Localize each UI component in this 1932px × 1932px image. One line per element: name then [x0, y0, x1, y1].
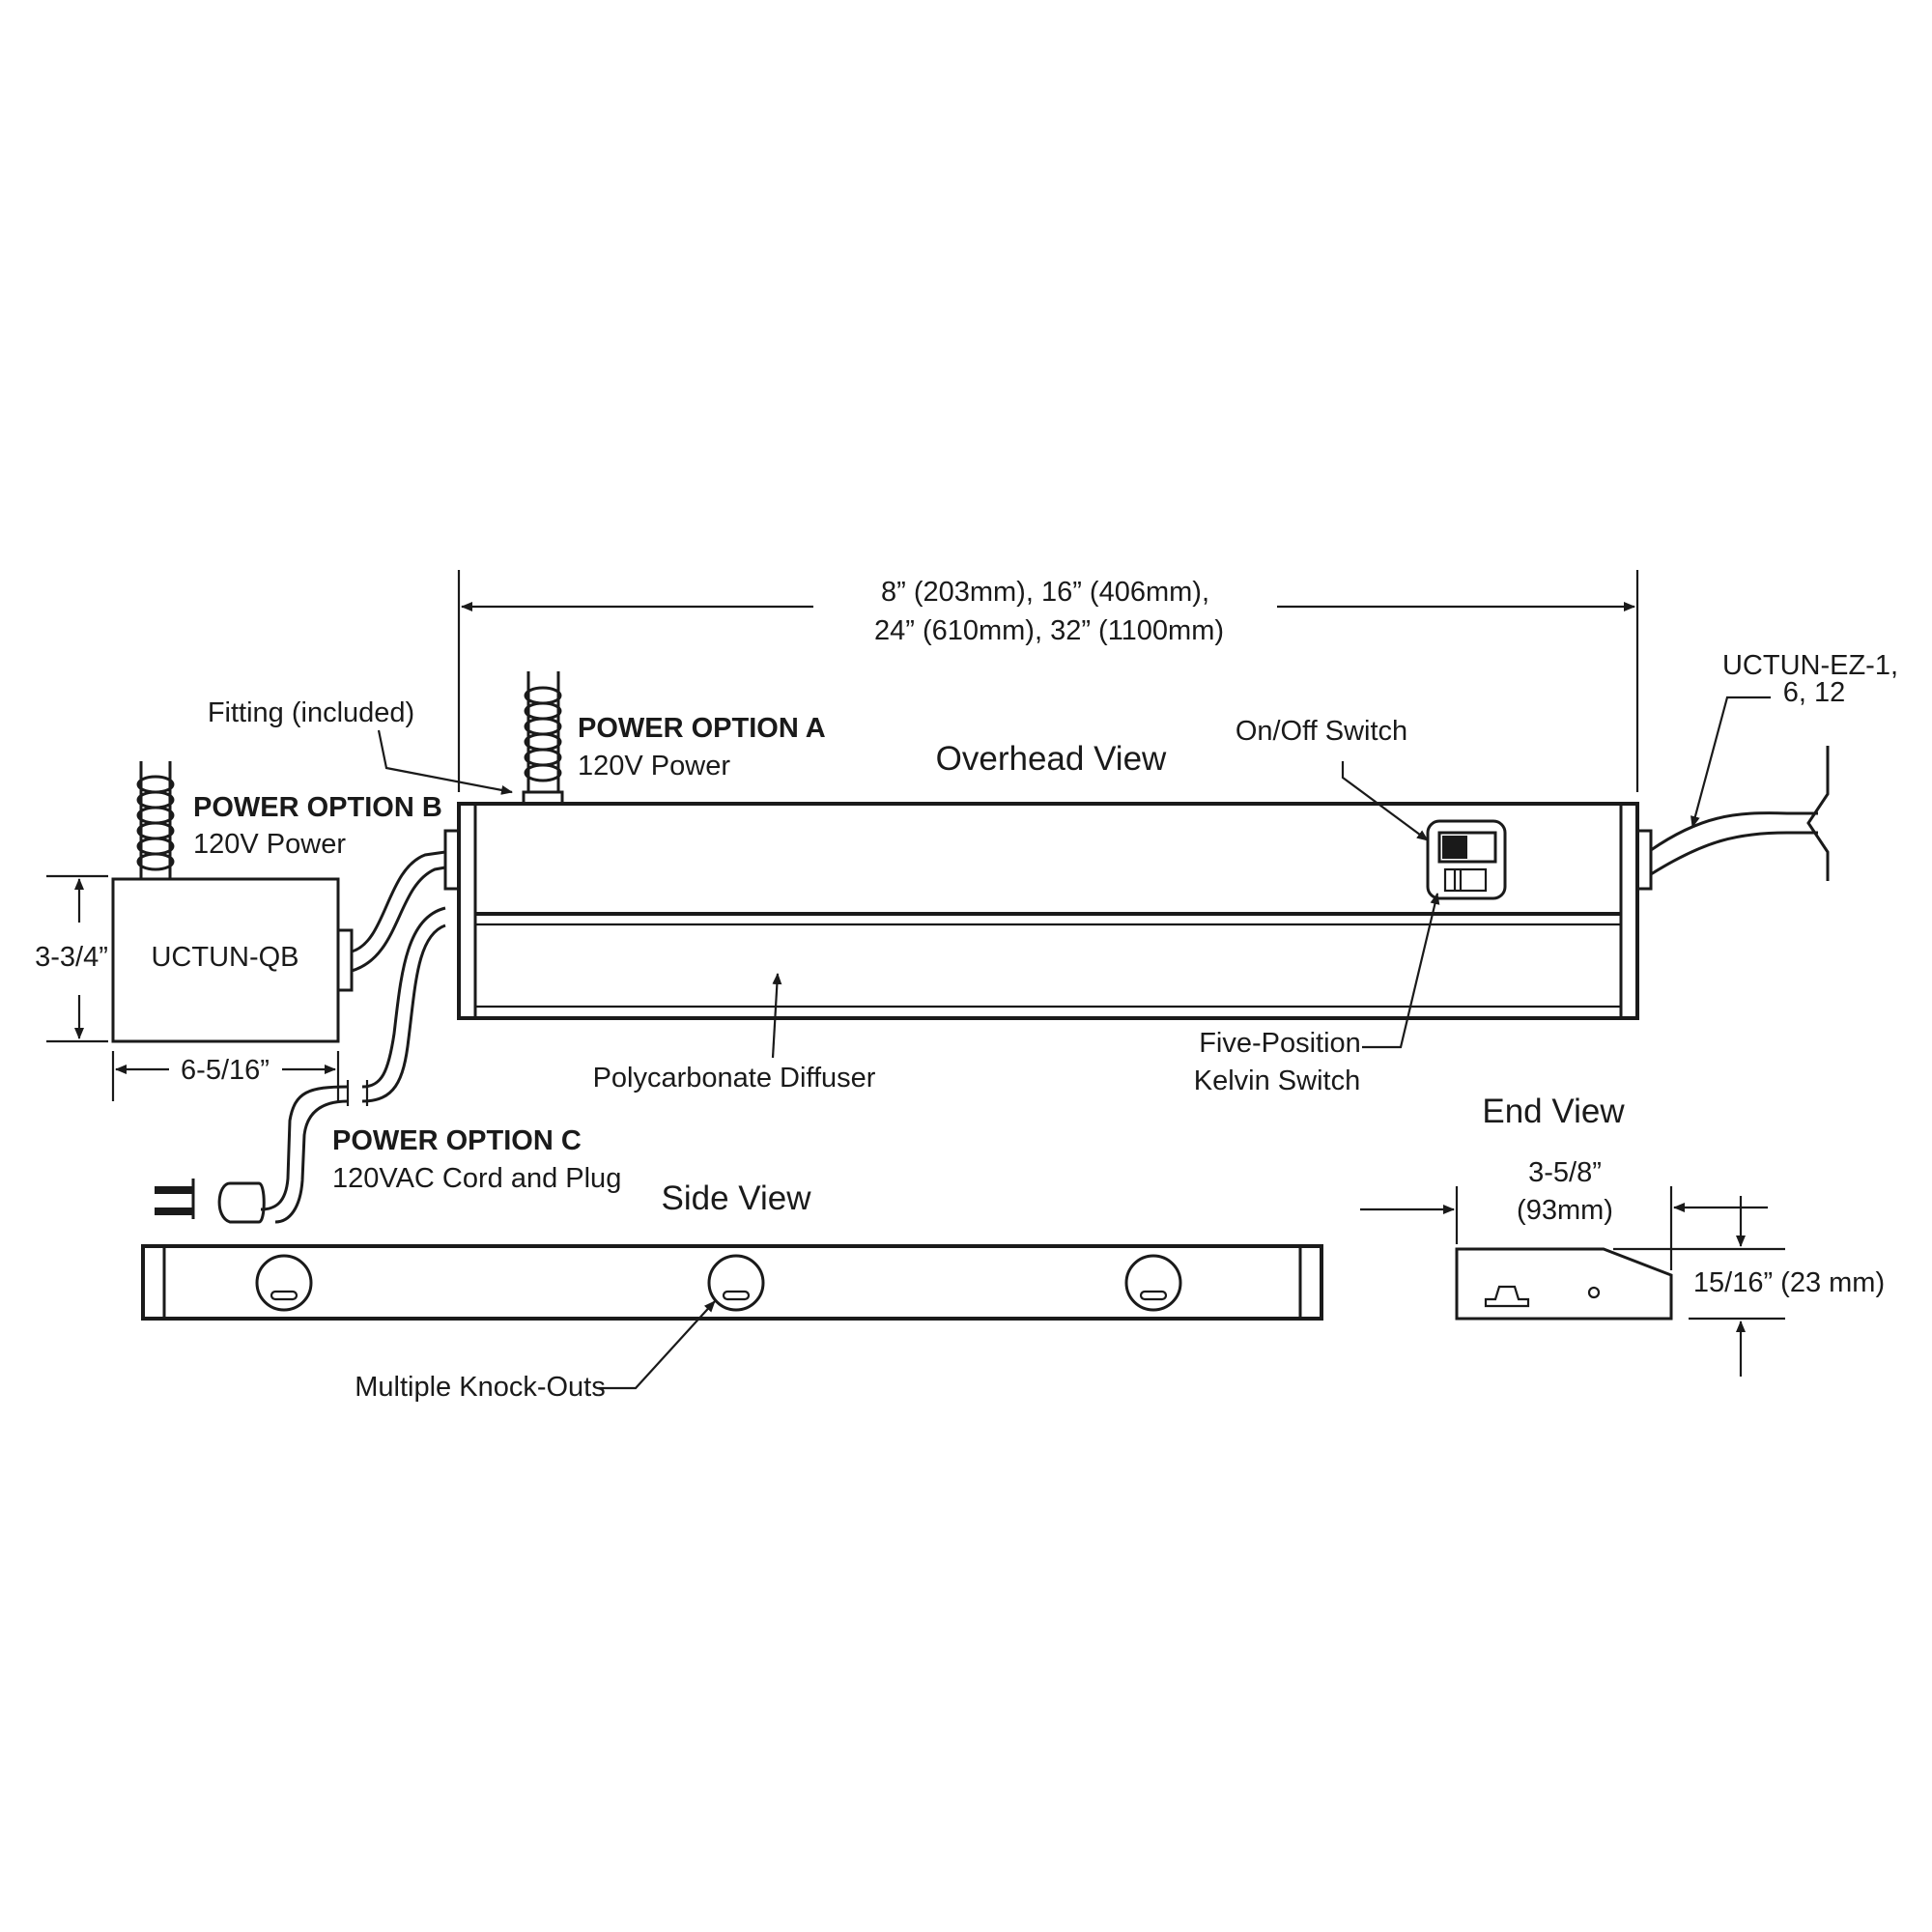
power-option-b-title: POWER OPTION B — [193, 792, 442, 823]
junction-box-name: UCTUN-QB — [151, 942, 298, 973]
end-view-profile — [1455, 1247, 1673, 1321]
knockout-3 — [1124, 1254, 1182, 1312]
box-width-dimension — [111, 1051, 340, 1101]
end-view-title: End View — [1482, 1093, 1625, 1130]
power-option-c-cord — [155, 906, 446, 1224]
fitting-label: Fitting (included) — [208, 697, 414, 728]
box-height-label: 3-3/4” — [35, 942, 108, 973]
length-label-line1: 8” (203mm), 16” (406mm), — [881, 577, 1209, 608]
power-option-b-conduit — [136, 761, 175, 879]
overhead-view-fixture — [443, 790, 1653, 1020]
box-width-label: 6-5/16” — [181, 1055, 270, 1086]
knockouts-label: Multiple Knock-Outs — [355, 1372, 606, 1403]
on-off-switch-label: On/Off Switch — [1236, 716, 1407, 747]
knockout-1 — [255, 1254, 313, 1312]
switch-housing — [1426, 819, 1507, 900]
side-view-fixture — [141, 1244, 1323, 1321]
junction-box — [111, 877, 354, 1043]
side-view-title: Side View — [661, 1179, 811, 1217]
kelvin-switch — [1443, 867, 1488, 893]
end-width-label-line2: (93mm) — [1517, 1195, 1613, 1226]
power-option-a-conduit — [524, 671, 562, 792]
knockout-2 — [707, 1254, 765, 1312]
on-off-switch — [1437, 831, 1497, 864]
power-option-a-subtitle: 120V Power — [578, 751, 730, 781]
ez-connector-label-line1: UCTUN-EZ-1, — [1722, 650, 1898, 681]
end-height-dimension — [1613, 1196, 1785, 1377]
power-option-a-title: POWER OPTION A — [578, 713, 826, 744]
kelvin-switch-label-line2: Kelvin Switch — [1194, 1065, 1360, 1096]
length-label-line2: 24” (610mm), 32” (1100mm) — [874, 615, 1224, 646]
overhead-view-title: Overhead View — [936, 740, 1167, 778]
diffuser-label: Polycarbonate Diffuser — [593, 1063, 876, 1094]
ez-connector-label-line2: 6, 12 — [1783, 677, 1846, 708]
box-to-fixture-cable — [351, 850, 446, 973]
power-option-c-subtitle: 120VAC Cord and Plug — [332, 1163, 621, 1194]
end-width-label-line1: 3-5/8” — [1528, 1157, 1602, 1188]
end-width-dimension — [1360, 1186, 1768, 1270]
kelvin-switch-label-line1: Five-Position — [1199, 1028, 1361, 1059]
power-option-c-title: POWER OPTION C — [332, 1125, 582, 1156]
box-height-dimension — [46, 874, 108, 1043]
ez-connector-cable — [1650, 746, 1830, 881]
length-dimension: 8” (203mm), 16” (406mm), 24” (610mm), 32… — [457, 570, 1639, 792]
end-height-label: 15/16” (23 mm) — [1693, 1267, 1885, 1298]
power-option-b-subtitle: 120V Power — [193, 829, 346, 860]
